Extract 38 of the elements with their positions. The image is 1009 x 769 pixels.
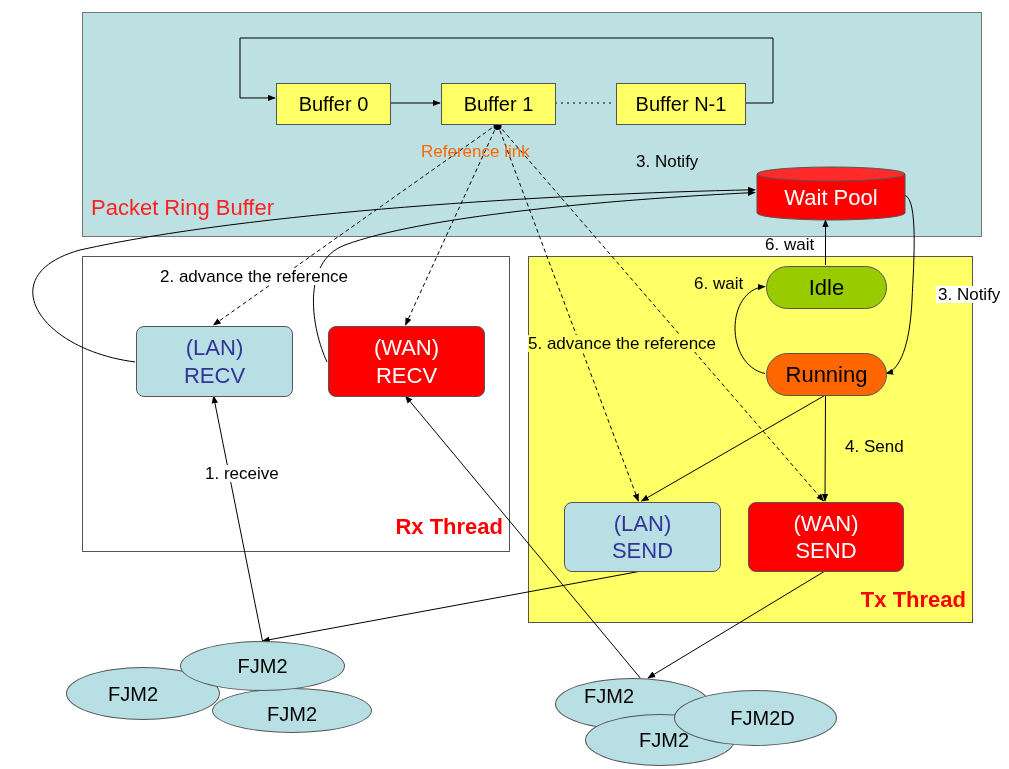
edge-label: 1. receive xyxy=(205,465,279,482)
edge-label: 4. Send xyxy=(845,438,904,455)
process-box: (WAN) SEND xyxy=(748,502,904,572)
host-ellipse: FJM2 xyxy=(212,688,372,733)
edge-label: 3. Notify xyxy=(636,153,699,170)
process-box: (WAN) RECV xyxy=(328,326,485,397)
host-ellipse: FJM2 xyxy=(180,641,345,691)
buffer-box: Buffer 1 xyxy=(441,83,556,125)
edge-label: 6. wait xyxy=(694,275,744,292)
panel-title: Packet Ring Buffer xyxy=(91,194,275,222)
host-ellipse: FJM2 xyxy=(66,667,220,720)
buffer-box: Buffer 0 xyxy=(276,83,391,125)
arrow xyxy=(885,194,915,374)
buffer-box: Buffer N-1 xyxy=(616,83,746,125)
note-label: 2. advance the reference xyxy=(160,268,349,285)
buffer-panel xyxy=(82,12,982,237)
process-box: (LAN) RECV xyxy=(136,326,293,397)
arrow xyxy=(239,37,774,104)
note-label: 5. advance the reference xyxy=(528,335,717,352)
note-label: Reference link xyxy=(421,143,530,160)
arrow xyxy=(211,395,263,642)
panel-title: Tx Thread xyxy=(860,586,966,614)
arrow xyxy=(821,394,829,502)
thread-panel xyxy=(82,256,510,552)
process-box: (LAN) SEND xyxy=(564,502,721,572)
state-pill: Running xyxy=(766,353,887,396)
arrow xyxy=(32,186,756,363)
arrow xyxy=(647,570,826,679)
arrow xyxy=(313,189,756,363)
edge-label: 3. Notify xyxy=(936,286,1003,303)
arrow xyxy=(389,99,441,107)
arrow xyxy=(405,395,641,679)
panel-title: Rx Thread xyxy=(395,513,503,541)
state-pill: Idle xyxy=(766,266,887,309)
arrow xyxy=(822,219,829,266)
edge-label: 6. wait xyxy=(765,236,815,253)
arrow xyxy=(640,394,826,502)
arrow xyxy=(734,285,766,374)
